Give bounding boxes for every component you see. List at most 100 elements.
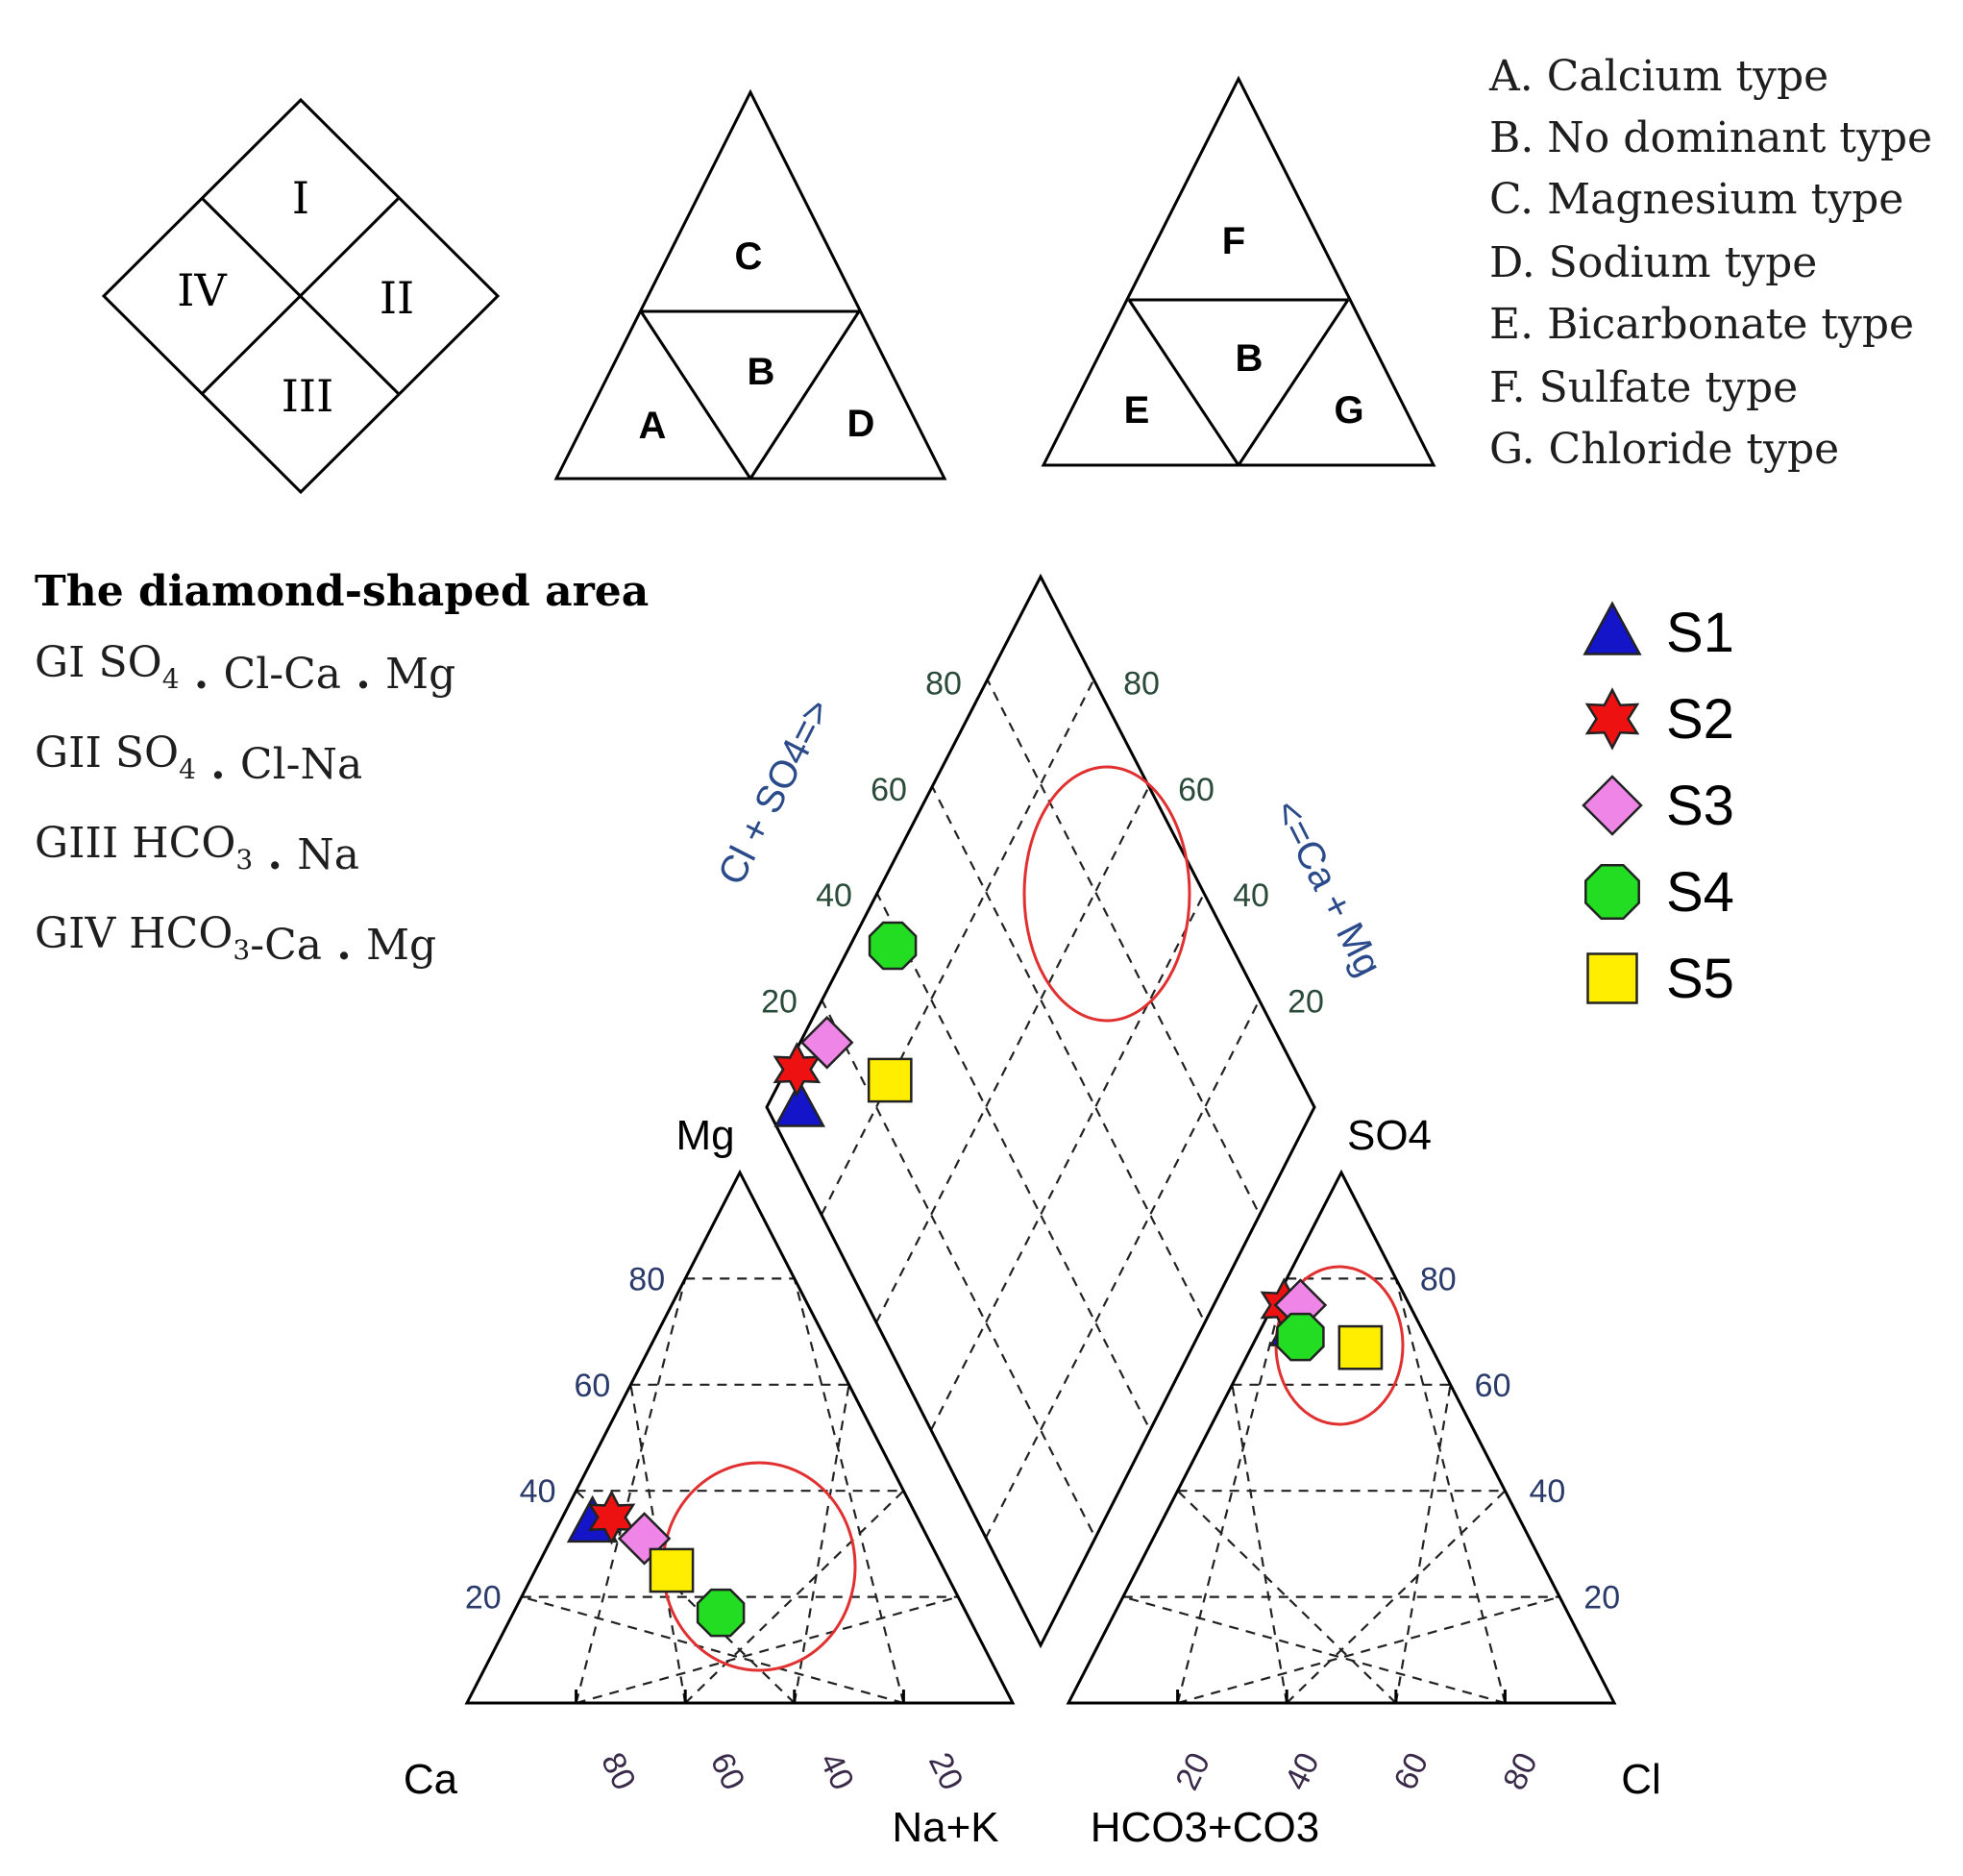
tick-label: 20	[921, 1747, 970, 1796]
axis-label-na-k: Na+K	[892, 1804, 998, 1851]
point-S5-diamond	[867, 1057, 913, 1103]
tick-label: 20	[761, 984, 797, 1021]
tick-label: 80	[628, 1261, 665, 1297]
axis-label-mg: Mg	[675, 1112, 734, 1159]
type-legend-item: D. Sodium type	[1489, 238, 1817, 287]
grid-line	[930, 891, 1206, 1431]
region-label-IV: IV	[177, 264, 227, 316]
type-legend-item: B. No dominant type	[1489, 113, 1932, 162]
region-label-I: I	[292, 172, 309, 224]
tick-label: 60	[871, 772, 907, 808]
tick-label: 20	[1288, 984, 1324, 1021]
diamond-area-group: GIII HCO3 . Na	[35, 819, 359, 879]
tick-label: 40	[812, 1747, 861, 1796]
diamond-area-group: GII SO4 . Cl-Na	[35, 728, 362, 789]
region-label-F: F	[1222, 220, 1245, 262]
tick-label: 40	[816, 877, 852, 914]
type-legend: A. Calcium type B. No dominant type C. M…	[1488, 52, 1932, 474]
type-legend-item: C. Magnesium type	[1489, 175, 1903, 224]
legend-symbol-S3	[1582, 775, 1643, 836]
point-S4-cation	[696, 1588, 746, 1638]
grid-line	[1176, 1278, 1288, 1703]
grid-line	[821, 676, 1096, 1216]
grid-line	[1177, 1595, 1560, 1703]
axis-label-hco3-co3: HCO3+CO3	[1091, 1804, 1319, 1851]
legend-label-S2: S2	[1666, 688, 1734, 751]
group-id: GII	[35, 728, 115, 778]
grid-line	[985, 676, 1261, 1216]
schematic-anion-triangle	[1041, 75, 1436, 467]
region-label-A: A	[639, 405, 667, 447]
tick-label: 40	[1233, 877, 1269, 914]
region-label-B-anion: B	[1236, 337, 1264, 380]
grid-line	[1394, 1278, 1507, 1703]
ellipse-diamond	[1022, 765, 1191, 1023]
grid-line	[793, 1278, 905, 1703]
region-label-C: C	[735, 235, 763, 278]
tick-label: 40	[1278, 1747, 1327, 1796]
cluster-ellipses	[661, 765, 1405, 1672]
type-legend-item: E. Bicarbonate type	[1489, 300, 1914, 349]
sample-points	[566, 921, 1384, 1638]
legend-label-S5: S5	[1666, 948, 1734, 1010]
tick-label: 20	[1168, 1747, 1217, 1796]
type-legend-item: A. Calcium type	[1488, 52, 1828, 101]
grid-line	[930, 783, 1206, 1323]
cation-triangle	[464, 1169, 1016, 1705]
grid-line	[875, 783, 1151, 1323]
tick-label: 80	[1123, 665, 1160, 702]
region-label-D: D	[847, 403, 875, 445]
tick-label: 20	[465, 1580, 502, 1617]
grid-line	[576, 1595, 959, 1703]
type-legend-item: G. Chloride type	[1489, 425, 1839, 474]
grid-lines	[521, 676, 1560, 1703]
legend-label-S3: S3	[1666, 775, 1734, 837]
central-diamond	[765, 573, 1316, 1649]
tick-label: 40	[520, 1473, 556, 1510]
group-id: GIV	[35, 909, 129, 958]
tick-label: 40	[1529, 1473, 1565, 1510]
grid-line	[575, 1278, 687, 1703]
point-S4-diamond	[868, 921, 918, 971]
point-S5-anion	[1337, 1324, 1384, 1370]
diamond-area-title: The diamond-shaped area	[35, 567, 649, 616]
tick-label: 20	[1583, 1580, 1620, 1617]
schematic-cation-triangle	[553, 88, 947, 481]
grid-line	[521, 1595, 904, 1703]
tick-label: 80	[1420, 1261, 1457, 1297]
grid-line	[985, 999, 1261, 1539]
tick-label: 60	[1387, 1747, 1436, 1796]
grid-line	[793, 1384, 850, 1703]
point-S3-diamond	[799, 1016, 854, 1070]
tick-label: 80	[594, 1747, 643, 1796]
tick-label: 60	[1178, 772, 1215, 808]
grid-line	[1122, 1595, 1506, 1703]
diamond-area-group: GI SO4 . Cl-Ca . Mg	[35, 638, 455, 699]
region-label-B-cation: B	[748, 351, 775, 393]
tick-label: 80	[925, 665, 962, 702]
axis-label-ca-mg: <=Ca + Mg	[1265, 793, 1390, 982]
diamond-area-group: GIV HCO3-Ca . Mg	[35, 909, 436, 970]
legend-label-S1: S1	[1666, 602, 1734, 664]
legend-symbol-S5	[1586, 952, 1638, 1004]
point-S2-cation	[587, 1490, 636, 1545]
grid-line	[1231, 1384, 1288, 1703]
grid-line	[821, 999, 1096, 1539]
anion-triangle	[1066, 1169, 1617, 1705]
grid-line	[875, 891, 1151, 1431]
axis-label-cl: Cl	[1621, 1756, 1661, 1803]
point-S5-cation	[649, 1547, 695, 1593]
region-label-E: E	[1124, 389, 1150, 432]
tick-label: 60	[1475, 1368, 1511, 1404]
legend-symbol-S1	[1583, 601, 1642, 655]
point-S1-diamond	[773, 1079, 826, 1127]
piper-outlines	[464, 573, 1617, 1705]
region-label-II: II	[380, 272, 414, 324]
type-legend-item: F. Sulfate type	[1489, 363, 1798, 412]
point-S4-anion	[1276, 1312, 1325, 1362]
tick-label: 60	[574, 1368, 610, 1404]
group-id: GI	[35, 638, 99, 687]
